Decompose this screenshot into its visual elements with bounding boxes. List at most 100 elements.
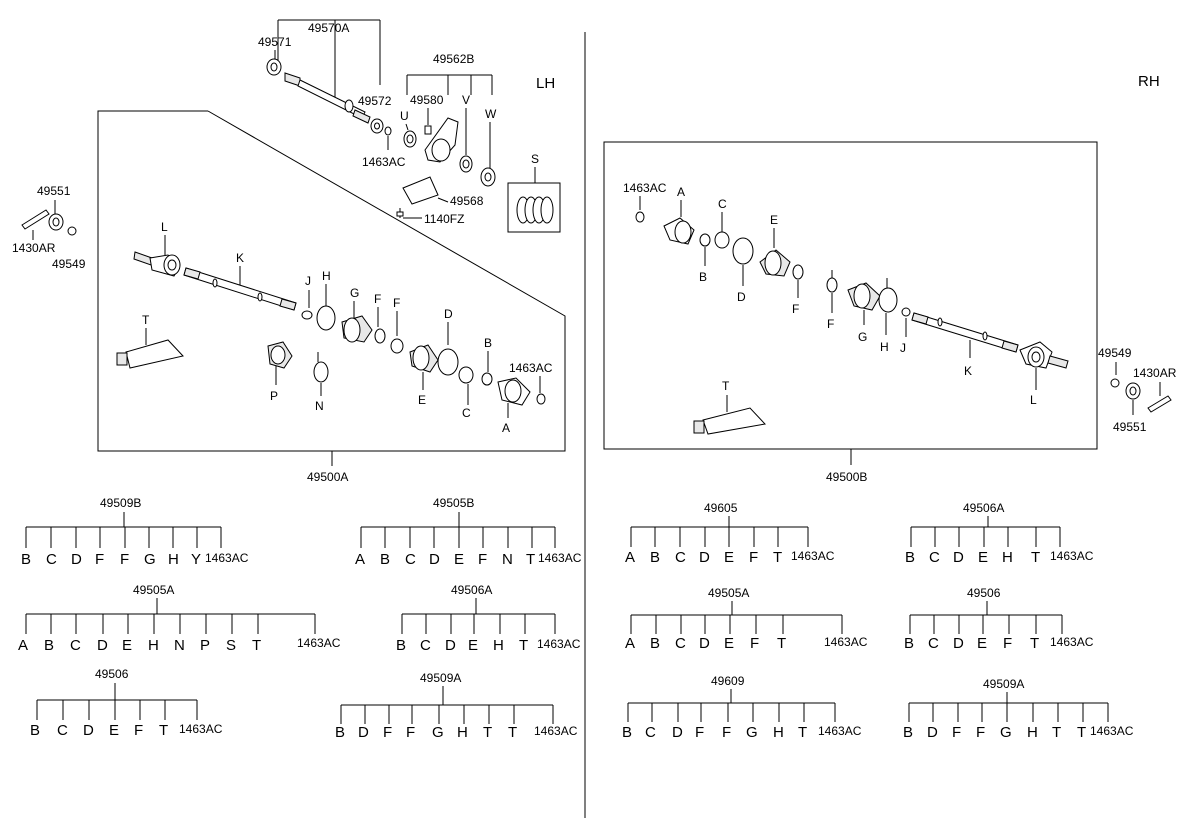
kit-item: E [724, 549, 734, 566]
kit-code: 49506 [967, 586, 1001, 600]
callout-1430AR-left: 1430AR [12, 241, 56, 255]
callout-1463AC-right: 1463AC [623, 181, 667, 195]
kit-item: 1463AC [1050, 635, 1094, 649]
callout-L: L [161, 220, 168, 234]
left-side-label: LH [536, 75, 555, 92]
kit-tree-49505A: 49505A A B C D E H N P S T 1463AC [18, 583, 341, 654]
callout-T: T [142, 313, 150, 327]
kit-item: F [383, 724, 392, 741]
kit-item: D [97, 637, 108, 654]
kit-item: C [405, 551, 416, 568]
kit-item: D [953, 635, 964, 652]
kit-item: T [1052, 724, 1061, 741]
kit-item: B [21, 551, 31, 568]
kit-item: 1463AC [297, 636, 341, 650]
kit-item: E [122, 637, 132, 654]
callout-49568: 49568 [450, 194, 484, 208]
kit-item: F [406, 724, 415, 741]
callout-49570A: 49570A [308, 21, 349, 35]
kit-item: B [44, 637, 54, 654]
kit-item: E [978, 549, 988, 566]
callout-U: U [400, 109, 409, 123]
kit-item: T [252, 637, 261, 654]
callout-V: V [462, 93, 470, 107]
kit-item: C [46, 551, 57, 568]
callout-D: D [444, 307, 453, 321]
callout-1463AC: 1463AC [509, 361, 553, 375]
kit-tree-49609: 49609 B C D F F G H T 1463AC [622, 674, 862, 741]
kit-code: 49509B [100, 496, 141, 510]
kit-tree-49505A-right: 49505A A B C D E F T 1463AC [625, 586, 868, 652]
kit-tree-49506-right: 49506 B C D E F T 1463AC [904, 586, 1094, 652]
kit-item: C [645, 724, 656, 741]
kit-item: F [134, 722, 143, 739]
kit-item: B [380, 551, 390, 568]
kit-item: F [750, 635, 759, 652]
ring-1463AC [536, 393, 546, 405]
callout-C: C [462, 406, 471, 420]
callout-F-1: F [374, 292, 381, 306]
callout-S: S [531, 152, 539, 166]
kit-code: 49605 [704, 501, 738, 515]
boot-band-D [437, 348, 459, 376]
kit-item: A [625, 549, 635, 566]
kit-item: B [650, 549, 660, 566]
callout-D-right: D [737, 290, 746, 304]
bolt-1140FZ [396, 211, 404, 217]
clip-F-1 [374, 328, 386, 344]
kit-item: A [18, 637, 28, 654]
callout-49572: 49572 [358, 94, 392, 108]
grease-tube-T [125, 339, 184, 369]
callout-1463AC-top: 1463AC [362, 155, 406, 169]
callout-B-right: B [699, 270, 707, 284]
kit-item: D [358, 724, 369, 741]
assembly-49500A: 49500A [307, 470, 348, 484]
kit-item: A [355, 551, 365, 568]
kit-item: B [396, 637, 406, 654]
callout-P: P [270, 389, 278, 403]
clip-F-2 [390, 338, 404, 354]
kit-item: B [904, 635, 914, 652]
callout-F-2: F [393, 296, 400, 310]
kit-item: F [749, 549, 758, 566]
kit-item: D [699, 635, 710, 652]
kit-item: D [429, 551, 440, 568]
washer-49549-left [67, 226, 77, 236]
kit-item: F [95, 551, 104, 568]
callout-J-right: J [900, 341, 906, 355]
kit-item: E [724, 635, 734, 652]
kit-code: 49509A [983, 677, 1024, 691]
kit-item: F [1003, 635, 1012, 652]
right-hub-parts: 49549 1430AR 49551 [1098, 346, 1177, 434]
kit-item: C [57, 722, 68, 739]
callout-E: E [418, 393, 426, 407]
kit-item: T [483, 724, 492, 741]
kit-item: D [83, 722, 94, 739]
callout-49551-right: 49551 [1113, 420, 1147, 434]
kit-tree-49506A: 49506A B C D E H T 1463AC [396, 583, 581, 654]
bolt-1430AR-left [21, 209, 50, 230]
clip-F-right-2 [826, 277, 838, 293]
kit-item: D [672, 724, 683, 741]
assembly-49500B: 49500B [826, 470, 867, 484]
kit-item: F [120, 551, 129, 568]
kit-item: E [109, 722, 119, 739]
ring-B-right [699, 233, 711, 247]
kit-item: D [71, 551, 82, 568]
kit-item: 1463AC [205, 551, 249, 565]
callout-F-right-1: F [792, 302, 799, 316]
kit-item: G [746, 724, 758, 741]
callout-L-right: L [1030, 393, 1037, 407]
kit-item: B [650, 635, 660, 652]
kit-item: G [1000, 724, 1012, 741]
bolt-49580 [424, 125, 432, 135]
kit-item: F [695, 724, 704, 741]
kit-item: E [977, 635, 987, 652]
kit-item: T [1031, 549, 1040, 566]
kit-item: N [502, 551, 513, 568]
kit-tree-49509B: 49509B B C D F F G H Y 1463AC [21, 496, 249, 568]
kit-item: H [457, 724, 468, 741]
callout-T-right: T [722, 379, 730, 393]
kit-item: 1463AC [1090, 724, 1134, 738]
kit-item: F [722, 724, 731, 741]
